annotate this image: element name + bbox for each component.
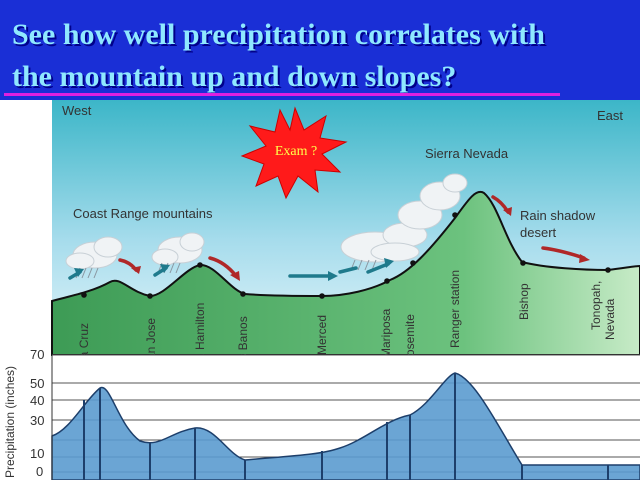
west-label: West: [62, 103, 92, 118]
slide-title: See how well precipitation correlates wi…: [12, 14, 637, 98]
y-tick-0: 0: [36, 464, 43, 479]
place-bishop: Bishop: [517, 283, 531, 320]
coast-range-label: Coast Range mountains: [73, 206, 213, 221]
precipitation-diagram: West East Coast Range mountains Sierra N…: [0, 100, 640, 480]
arrow-heads: [74, 207, 590, 281]
place-ranger-station: Ranger station: [448, 270, 462, 348]
cloud-icon: [65, 173, 468, 270]
left-margin: [0, 100, 52, 480]
y-tick-30: 30: [30, 413, 44, 428]
rain-shadow-label-2: desert: [520, 225, 557, 240]
y-tick-10: 10: [30, 446, 44, 461]
title-line-1: See how well precipitation correlates wi…: [12, 18, 545, 51]
y-tick-50: 50: [30, 376, 44, 391]
place-nevada: Nevada: [603, 298, 617, 340]
title-line-2: the mountain up and down slopes?: [12, 60, 457, 93]
place-mt-hamilton: Mt. Hamilton: [193, 303, 207, 370]
exam-label: Exam ?: [275, 144, 317, 159]
y-axis-label: Precipitation (inches): [3, 366, 17, 478]
title-underline: [4, 93, 560, 96]
y-tick-70: 70: [30, 347, 44, 362]
exam-starburst: Exam ?: [240, 106, 348, 200]
sierra-nevada-label: Sierra Nevada: [425, 146, 509, 161]
rain-shadow-label: Rain shadow: [520, 208, 596, 223]
location-markers: [81, 212, 611, 299]
y-tick-40: 40: [30, 393, 44, 408]
place-tonopah: Tonopah,: [589, 281, 603, 330]
place-mariposa: Mariposa: [379, 308, 393, 358]
east-label: East: [597, 108, 623, 123]
place-yosemite: Yosemite: [403, 314, 417, 363]
precip-markers: [83, 373, 609, 480]
place-merced: Merced: [315, 315, 329, 355]
